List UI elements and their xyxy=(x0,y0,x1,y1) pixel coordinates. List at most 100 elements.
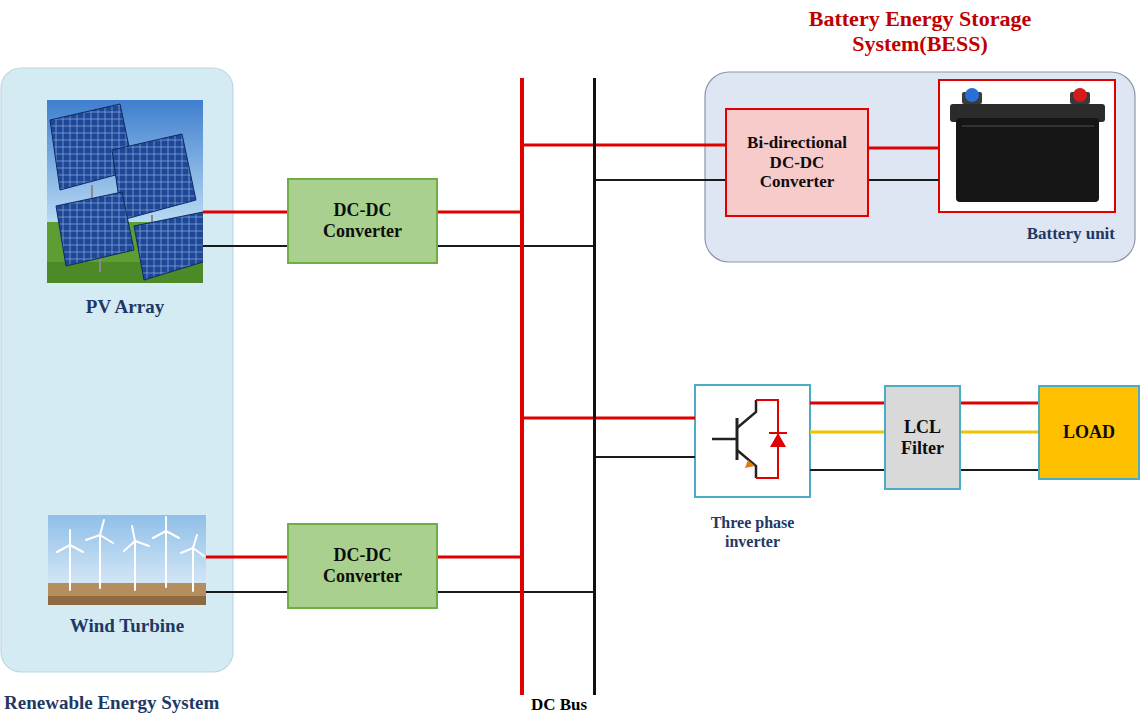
inverter-symbol-part xyxy=(737,450,756,478)
caption-label: DC Bus xyxy=(531,695,587,715)
wind-turbine-picture-part-part xyxy=(69,530,71,545)
bus-bar xyxy=(520,78,524,695)
battery-picture-part xyxy=(939,80,1115,212)
renewable-band-part xyxy=(1,68,233,672)
converter-box: DC-DC Converter xyxy=(287,178,438,264)
battery-picture-part xyxy=(962,125,1094,127)
wind-turbine-picture-part-part xyxy=(124,541,135,551)
box-label: Bi-directional DC-DC Converter xyxy=(733,133,861,192)
renewable-band xyxy=(1,68,233,672)
wind-turbine-picture-part xyxy=(48,583,206,605)
bess-band xyxy=(705,72,1135,262)
wind-turbine-picture-part-part xyxy=(153,531,166,538)
wind-turbine-picture-part-part xyxy=(165,531,167,587)
wire-connector xyxy=(203,212,287,246)
wind-turbine-picture-part-part xyxy=(135,541,149,546)
wire-line xyxy=(438,211,520,214)
wind-turbine-picture-part-part xyxy=(70,545,83,552)
wire-connector xyxy=(206,557,287,592)
pv-array-picture-part xyxy=(99,258,101,272)
renewable-region: Renewable Energy System PV ArrayWind Turb… xyxy=(0,68,235,718)
wire-line xyxy=(961,402,1038,405)
bess-band-part xyxy=(705,72,1135,262)
wire-connector xyxy=(524,145,725,180)
wire-line xyxy=(810,469,884,471)
caption-label: Three phase inverter xyxy=(695,514,810,551)
converter-box: DC-DC Converter xyxy=(287,523,438,609)
wind-turbine-picture-part xyxy=(48,515,206,605)
wind-turbine-picture-part-part xyxy=(165,517,167,531)
inverter-symbol-part xyxy=(695,385,810,497)
wind-turbine-picture-part-part xyxy=(134,541,136,590)
wire-line xyxy=(869,147,939,150)
box-label: DC-DC Converter xyxy=(305,200,420,241)
wind-turbine-picture-part-part xyxy=(69,545,71,590)
inverter-symbol xyxy=(695,385,810,497)
caption-label: Wind Turbine xyxy=(70,615,184,637)
wire-line xyxy=(203,245,287,247)
inverter-symbol-part xyxy=(737,400,756,428)
caption-label: Battery Energy Storage System(BESS) xyxy=(785,6,1055,57)
inverter-symbol-part xyxy=(769,432,787,434)
wind-turbine-picture-part-part xyxy=(100,520,104,535)
wire-line xyxy=(438,556,520,559)
wire-line xyxy=(438,591,593,593)
wire-line xyxy=(524,417,695,420)
inverter: Three phase inverter xyxy=(695,385,810,551)
box-label: DC-DC Converter xyxy=(305,545,420,586)
wire-line xyxy=(961,431,1038,434)
inverter-symbol-part xyxy=(745,460,755,468)
wire-line xyxy=(596,179,725,181)
caption-label: Renewable Energy System xyxy=(4,692,219,714)
wire-line xyxy=(206,591,287,593)
inverter-symbol-part xyxy=(736,418,739,460)
wind-turbine-picture-part-part xyxy=(193,535,197,548)
battery-picture-part xyxy=(956,118,1099,202)
wire-connector xyxy=(524,418,695,457)
wire-connector xyxy=(810,403,884,470)
wind-turbine-picture-part-part xyxy=(193,548,204,556)
inverter-symbol-part xyxy=(770,433,786,447)
wind-turbine-picture xyxy=(48,515,206,605)
caption-label: Battery unit xyxy=(1027,224,1115,244)
converter-box: Bi-directional DC-DC Converter xyxy=(725,108,869,217)
box-label: LOAD xyxy=(1063,422,1115,443)
pv-array-picture-part xyxy=(56,192,134,266)
wind-turbine-picture-part-part xyxy=(132,526,135,541)
wire-line xyxy=(524,144,725,147)
wire-line xyxy=(961,469,1038,471)
wire-line xyxy=(810,431,884,434)
wind-turbine-picture-part xyxy=(48,596,206,605)
load-box: LOAD xyxy=(1038,385,1140,480)
pv-array: PV Array xyxy=(47,100,203,318)
wind-turbine-picture-part-part xyxy=(181,548,193,553)
dc-bus: DC Bus xyxy=(518,78,600,718)
battery-picture xyxy=(939,80,1115,212)
battery-unit: Battery unit xyxy=(939,80,1115,244)
wire-connector xyxy=(961,403,1038,470)
wire-connector xyxy=(869,148,939,180)
filter-box: LCL Filter xyxy=(884,385,961,490)
wire-line xyxy=(869,179,939,181)
wind-turbine: Wind Turbine xyxy=(48,515,206,637)
wire-line xyxy=(438,245,593,247)
wind-turbine-picture-part-part xyxy=(100,535,113,543)
inverter-symbol-part xyxy=(712,438,737,441)
pv-array-picture-part xyxy=(134,212,203,280)
wire-line xyxy=(596,456,695,458)
wind-turbine-picture-part-part xyxy=(166,531,179,538)
wind-turbine-picture-part-part xyxy=(192,548,194,591)
wire-connector xyxy=(438,212,593,246)
wire-line xyxy=(203,211,287,214)
bess-region: Battery Energy Storage System(BESS) Bi-di… xyxy=(705,6,1135,262)
battery-picture-part xyxy=(965,88,979,102)
battery-picture-part xyxy=(1073,88,1087,102)
box-label: LCL Filter xyxy=(893,417,953,458)
wire-line xyxy=(810,402,884,405)
wind-turbine-picture-part-part xyxy=(86,535,100,540)
caption-label: PV Array xyxy=(86,296,164,318)
wind-turbine-picture-part xyxy=(57,517,204,591)
wire-line xyxy=(206,556,287,559)
